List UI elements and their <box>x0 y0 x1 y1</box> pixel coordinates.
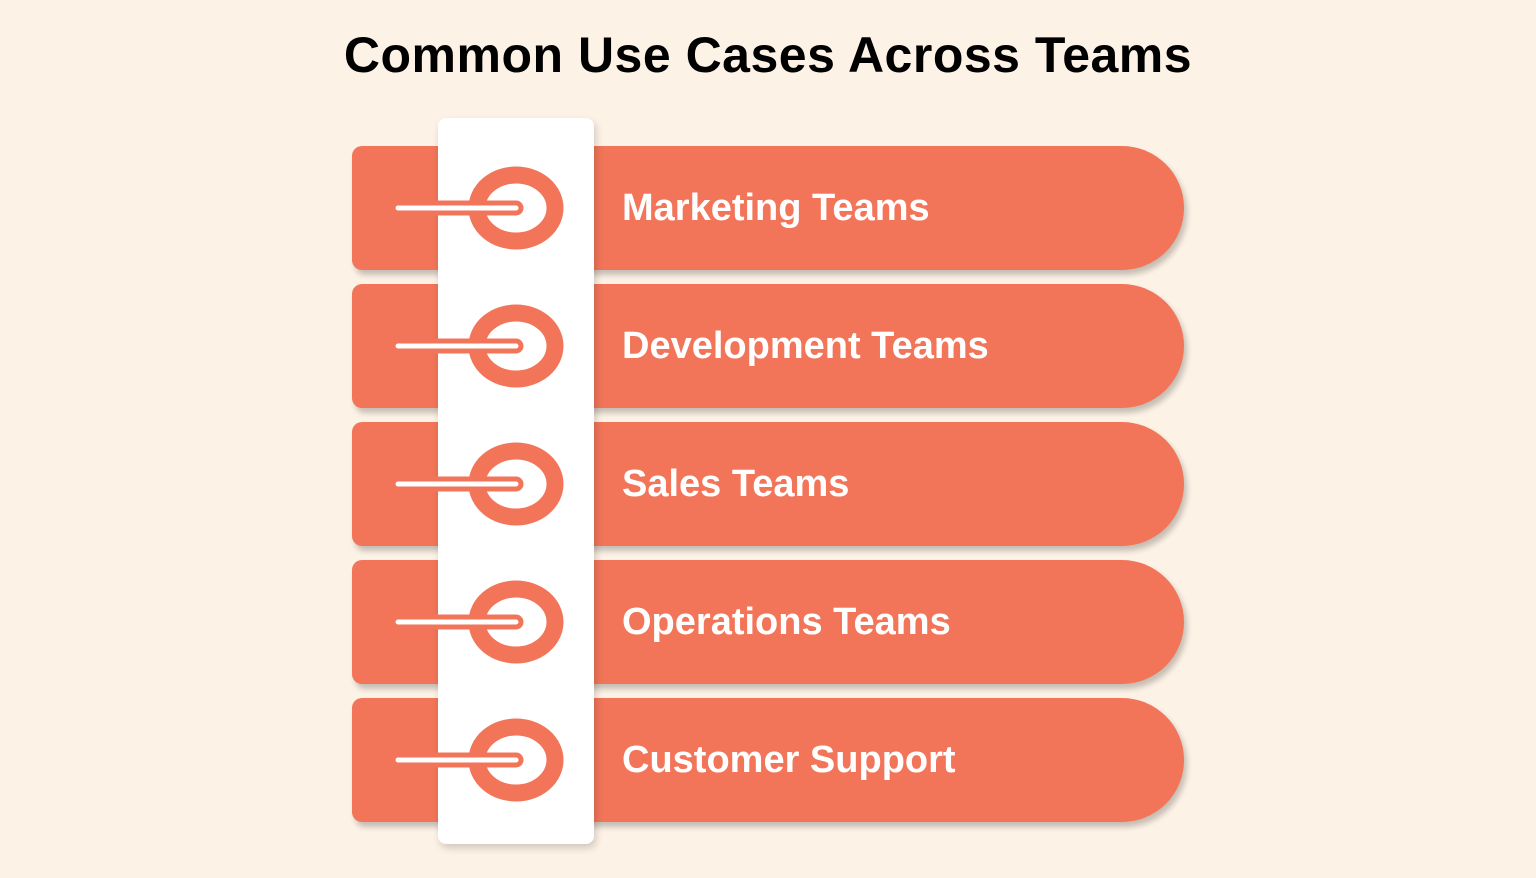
page-title: Common Use Cases Across Teams <box>343 27 1193 83</box>
tag-hook-icon <box>388 718 564 802</box>
tag-hook-icon <box>388 580 564 664</box>
tag-hook-icon <box>388 304 564 388</box>
tag-hook-icon <box>388 166 564 250</box>
use-case-label: Operations Teams <box>622 601 951 643</box>
use-case-label: Marketing Teams <box>622 187 930 229</box>
tag-hook-icon <box>388 442 564 526</box>
use-case-label: Sales Teams <box>622 463 850 505</box>
use-case-label: Development Teams <box>622 325 989 367</box>
use-case-label: Customer Support <box>622 739 956 781</box>
